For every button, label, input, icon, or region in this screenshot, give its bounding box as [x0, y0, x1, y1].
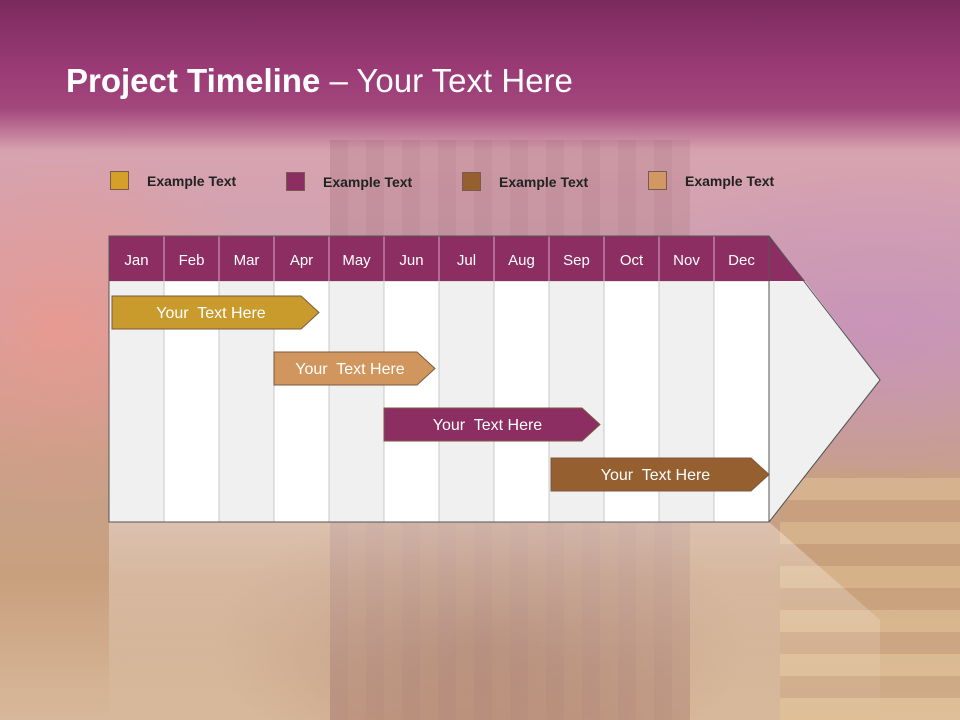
month-column [328, 280, 385, 523]
task-label: Your Text Here [295, 361, 405, 378]
title-bold: Project Timeline [66, 62, 321, 99]
timeline-outline [108, 235, 881, 523]
month-label: Sep [563, 252, 590, 269]
timeline-reflection [109, 522, 880, 720]
legend-label: Example Text [499, 174, 589, 190]
legend-swatch [462, 172, 481, 191]
month-label: Oct [620, 252, 644, 269]
month-label: Mar [234, 252, 260, 269]
task-arrow [111, 295, 320, 330]
title-banner: Project Timeline – Your Text Here [0, 0, 960, 150]
month-label: Nov [673, 252, 700, 269]
month-label: May [342, 252, 371, 269]
task-arrow [383, 407, 601, 442]
timeline-header-band [109, 236, 805, 281]
legend-label: Example Text [147, 173, 237, 189]
legend-label: Example Text [685, 173, 775, 189]
month-label: Dec [728, 252, 755, 269]
month-column [438, 280, 495, 523]
month-label: Feb [179, 252, 205, 269]
task-label: Your Text Here [433, 417, 543, 434]
legend-swatch [648, 171, 667, 190]
task-label: Your Text Here [156, 305, 266, 322]
page-title: Project Timeline – Your Text Here [66, 62, 573, 100]
month-label: Apr [290, 252, 313, 269]
month-column [383, 280, 440, 523]
title-rest: – Your Text Here [320, 62, 573, 99]
legend-swatch [110, 171, 129, 190]
month-label: Jul [457, 252, 476, 269]
month-column [493, 280, 550, 523]
task-label: Your Text Here [601, 467, 711, 484]
task-arrow [273, 351, 436, 386]
month-label: Jan [124, 252, 148, 269]
legend-label: Example Text [323, 174, 413, 190]
month-label: Jun [399, 252, 423, 269]
task-arrow [550, 457, 770, 492]
month-label: Aug [508, 252, 535, 269]
timeline-tip-fill [769, 281, 880, 522]
legend-swatch [286, 172, 305, 191]
